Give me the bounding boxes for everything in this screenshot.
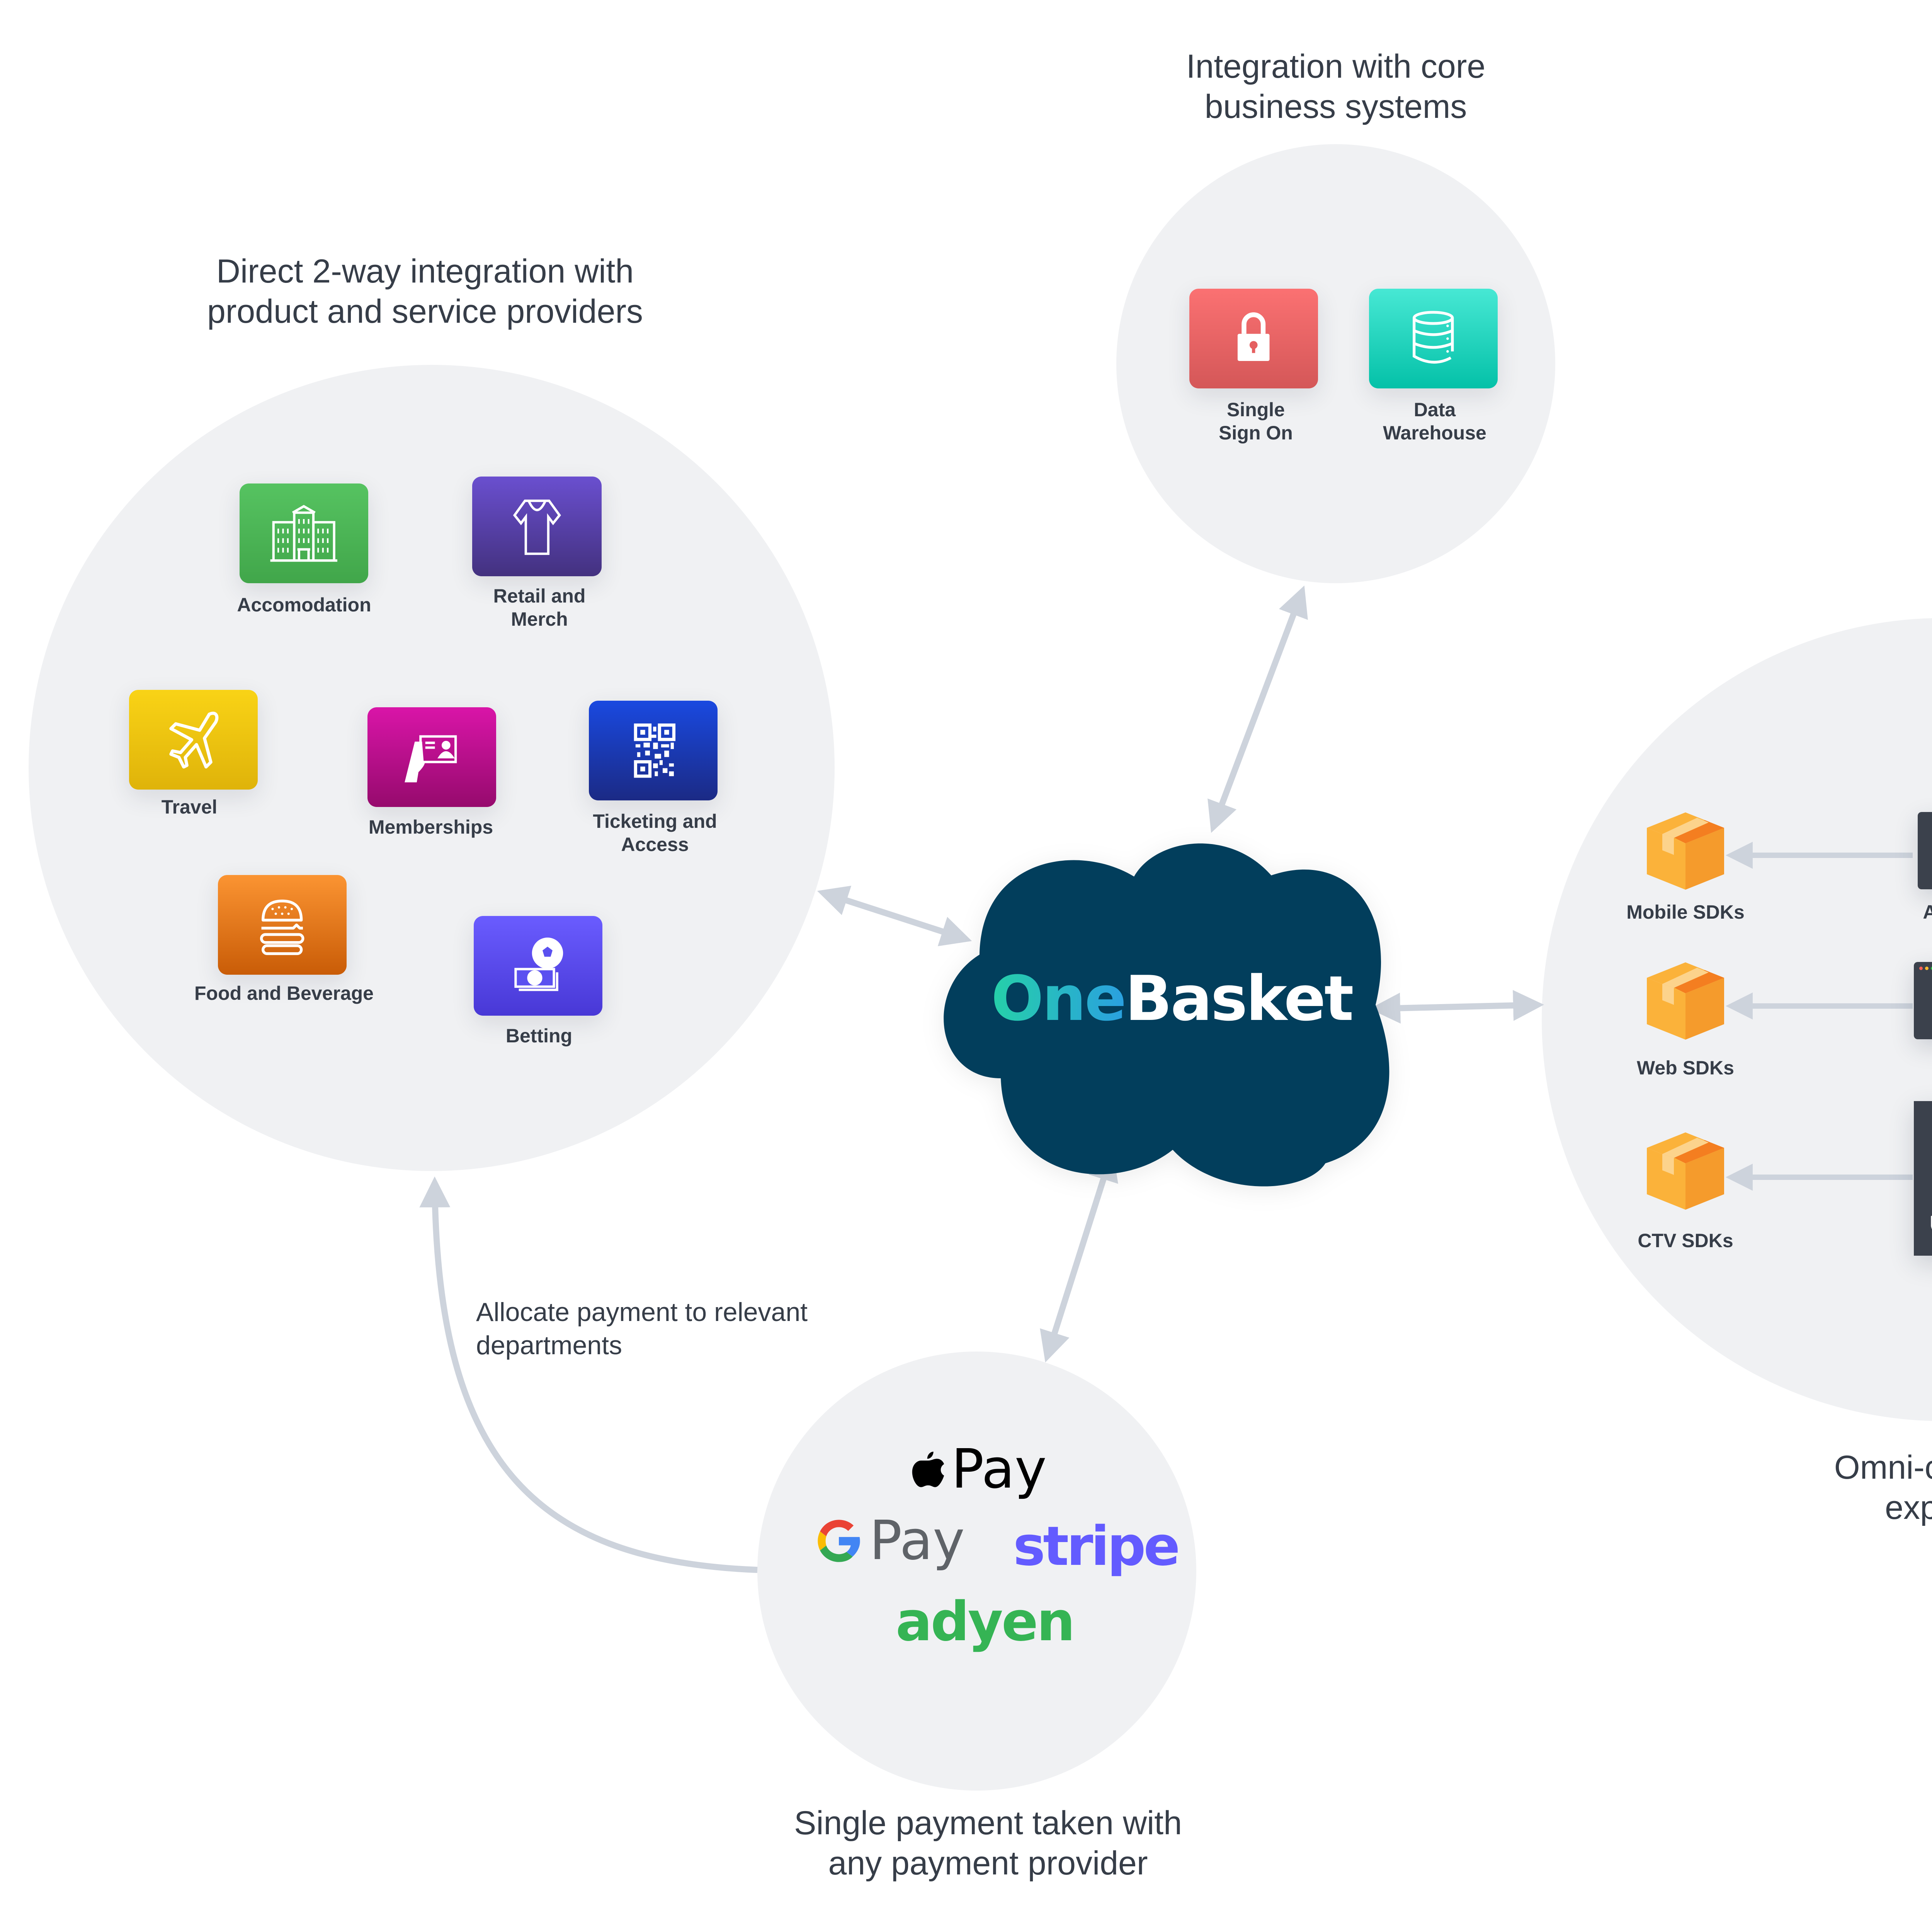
football-money-icon [514, 937, 563, 991]
tile-accomodation [240, 483, 368, 583]
core-systems-title: Integration with core business systems [1186, 48, 1486, 125]
browser-window-icon [1914, 962, 1932, 1039]
shield-logo-icon [1931, 1215, 1932, 1229]
arrow-providers-to-center [817, 885, 972, 946]
omnichannel-title: Omni-channel user experiences [1834, 1449, 1932, 1526]
tshirt-icon [513, 499, 561, 555]
allocation-note: Allocate payment to relevant departments [476, 1297, 808, 1360]
member-card-icon [405, 735, 457, 783]
tile-food-beverage [218, 875, 347, 975]
payments-title: Single payment taken with any payment pr… [794, 1804, 1182, 1882]
google-g-icon [818, 1519, 860, 1562]
tile-retail-merch [472, 477, 602, 576]
label-app: App [1923, 901, 1932, 923]
arrow-center-to-payments [1040, 1149, 1118, 1363]
label-accomodation: Accomodation [237, 594, 371, 616]
google-pay-logo: Pay [815, 1509, 965, 1572]
label-travel: Travel [161, 796, 218, 818]
adyen-logo: adyen [896, 1590, 1075, 1653]
logo-basket: Basket [1125, 962, 1354, 1035]
tile-ticketing [589, 701, 718, 800]
label-memberships: Memberships [368, 816, 493, 838]
arrow-core-to-center [1208, 586, 1308, 833]
label-mobile-sdks: Mobile SDKs [1626, 901, 1745, 923]
label-single-sign-on: Single Sign On [1219, 399, 1293, 444]
label-ticketing: Ticketing and Access [593, 810, 717, 855]
browser-dots [1919, 967, 1932, 970]
label-food-beverage: Food and Beverage [194, 982, 374, 1004]
database-icon [1413, 311, 1454, 364]
tile-travel [129, 690, 258, 790]
padlock-icon [1238, 312, 1270, 361]
arrow-payments-to-providers [419, 1176, 758, 1573]
payments-circle [757, 1352, 1196, 1791]
burger-icon [260, 899, 304, 955]
providers-title: Direct 2-way integration with product an… [207, 253, 643, 330]
logo-one: One [991, 962, 1126, 1035]
label-web-sdks: Web SDKs [1637, 1057, 1734, 1079]
qr-code-icon [634, 723, 676, 778]
airplane-icon [169, 712, 219, 769]
label-betting: Betting [505, 1025, 573, 1047]
apple-pay-logo: Pay [910, 1438, 1047, 1501]
tile-single-sign-on [1189, 289, 1318, 388]
label-retail-merch: Retail and Merch [493, 585, 586, 630]
tile-data-warehouse [1369, 289, 1498, 388]
label-data-warehouse: Data Warehouse [1383, 399, 1486, 444]
tile-memberships [367, 707, 496, 807]
onebasket-logo: OneBasket [991, 962, 1354, 1035]
label-ctv-sdks: CTV SDKs [1638, 1230, 1733, 1251]
stripe-logo: stripe [1013, 1515, 1180, 1578]
hotel-building-icon [270, 505, 338, 562]
apple-icon [912, 1451, 944, 1487]
tile-betting [474, 916, 602, 1016]
phone-icon [1918, 812, 1932, 889]
tv-icon [1914, 1101, 1932, 1256]
arrow-center-to-omnichannel [1369, 990, 1544, 1024]
